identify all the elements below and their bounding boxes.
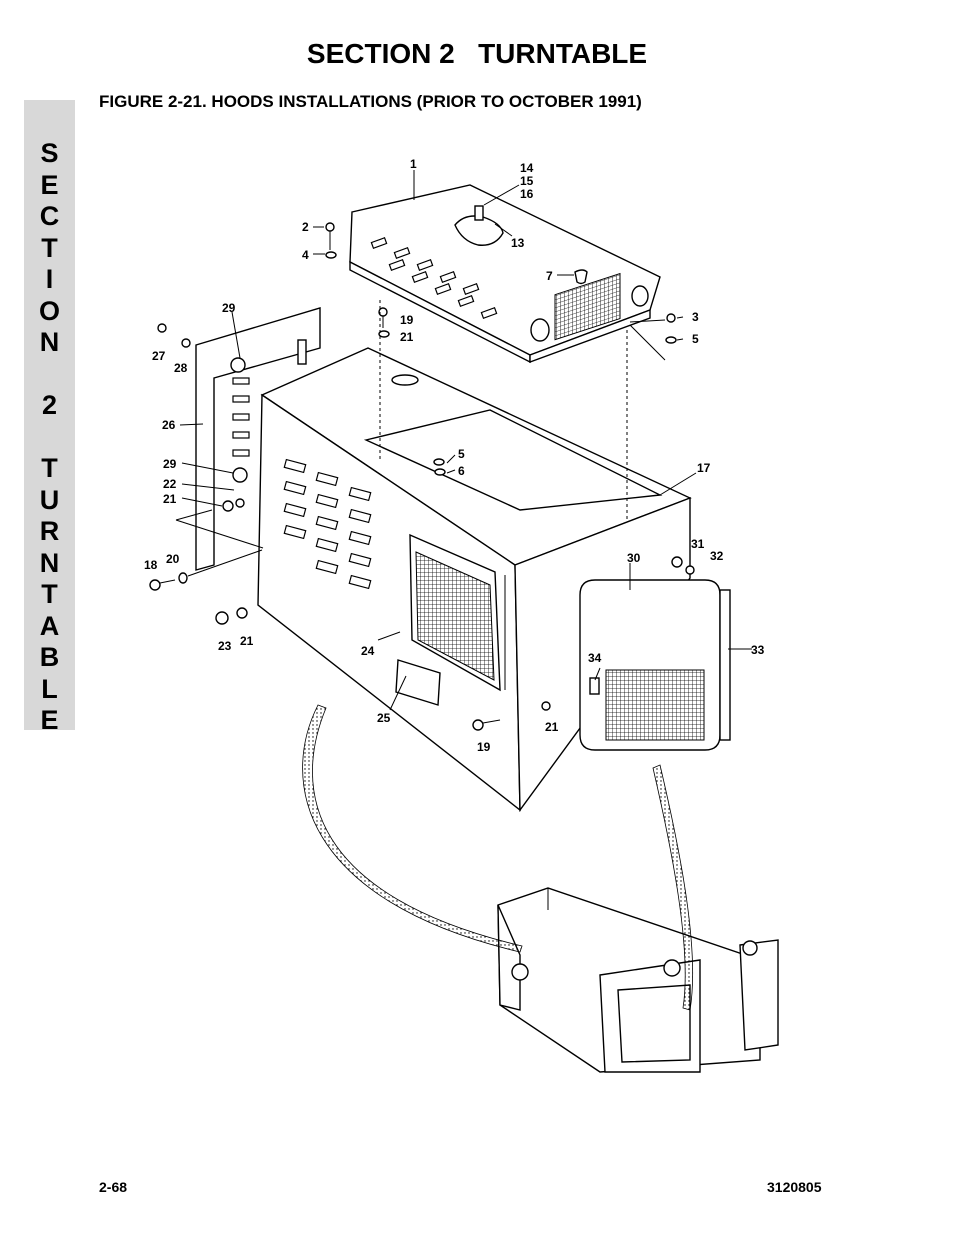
figure-title: FIGURE 2-21. HOODS INSTALLATIONS (PRIOR … xyxy=(99,92,642,111)
callout-32: 32 xyxy=(710,549,724,563)
page-number: 2-68 xyxy=(99,1179,128,1195)
side-tab-letter: E xyxy=(40,705,59,735)
callout-22: 22 xyxy=(163,477,177,491)
callout-1: 1 xyxy=(410,157,417,171)
callout-21d: 21 xyxy=(545,720,559,734)
callout-21a: 21 xyxy=(400,330,414,344)
side-tab-letter: C xyxy=(39,201,60,231)
callout-6: 6 xyxy=(458,464,465,478)
side-tab-letter: A xyxy=(39,610,60,641)
side-tab-letter: T xyxy=(41,579,58,609)
callout-13: 13 xyxy=(511,236,525,250)
side-tab-letter: R xyxy=(39,516,60,546)
document-number: 3120805 xyxy=(767,1179,822,1195)
leader-lines xyxy=(175,170,752,711)
side-tab-letter: 2 xyxy=(41,390,58,420)
section-title: SECTION 2 TURNTABLE xyxy=(306,38,648,69)
top-hood xyxy=(349,184,661,364)
callout-5a: 5 xyxy=(692,332,699,346)
side-tab-letter: U xyxy=(39,484,60,515)
side-tab-letter: T xyxy=(41,232,58,263)
callout-29a: 29 xyxy=(222,301,236,315)
callout-33: 33 xyxy=(751,643,765,657)
side-panel xyxy=(195,307,321,571)
side-tab-letter: I xyxy=(45,264,54,294)
callout-14: 14 xyxy=(520,161,534,175)
callout-19a: 19 xyxy=(400,313,414,327)
callout-25: 25 xyxy=(377,711,391,725)
side-tab-letter: T xyxy=(41,453,58,483)
callout-29b: 29 xyxy=(163,457,177,471)
side-tab-letter: O xyxy=(38,295,60,326)
side-tab-letter: E xyxy=(40,169,59,200)
side-tab-letter: N xyxy=(39,547,60,578)
callout-4: 4 xyxy=(302,248,309,262)
callout-7: 7 xyxy=(546,269,553,283)
callout-2: 2 xyxy=(302,220,309,234)
door-panel xyxy=(579,579,731,751)
callout-23: 23 xyxy=(218,639,232,653)
callout-18: 18 xyxy=(144,558,158,572)
callout-20: 20 xyxy=(166,552,180,566)
side-tab-letter: N xyxy=(39,327,60,357)
callout-5b: 5 xyxy=(458,447,465,461)
callout-34: 34 xyxy=(588,651,602,665)
callout-21c: 21 xyxy=(240,634,254,648)
side-tab-letter: L xyxy=(41,673,58,704)
turntable-base xyxy=(497,887,779,1073)
callout-24: 24 xyxy=(361,644,375,658)
callout-26: 26 xyxy=(162,418,176,432)
callout-28: 28 xyxy=(174,361,188,375)
callout-30: 30 xyxy=(627,551,641,565)
callout-15: 15 xyxy=(520,174,534,188)
side-tab-letter: S xyxy=(40,138,59,168)
callout-labels: 1 14 15 16 2 4 13 7 29 27 28 19 21 3 5 2… xyxy=(144,157,765,754)
fasteners xyxy=(149,222,695,731)
callout-31: 31 xyxy=(691,537,705,551)
callout-16: 16 xyxy=(520,187,534,201)
side-tab-letter: B xyxy=(39,642,60,672)
callout-3: 3 xyxy=(692,310,699,324)
callout-21b: 21 xyxy=(163,492,177,506)
callout-17: 17 xyxy=(697,461,711,475)
callout-19b: 19 xyxy=(477,740,491,754)
callout-27: 27 xyxy=(152,349,166,363)
